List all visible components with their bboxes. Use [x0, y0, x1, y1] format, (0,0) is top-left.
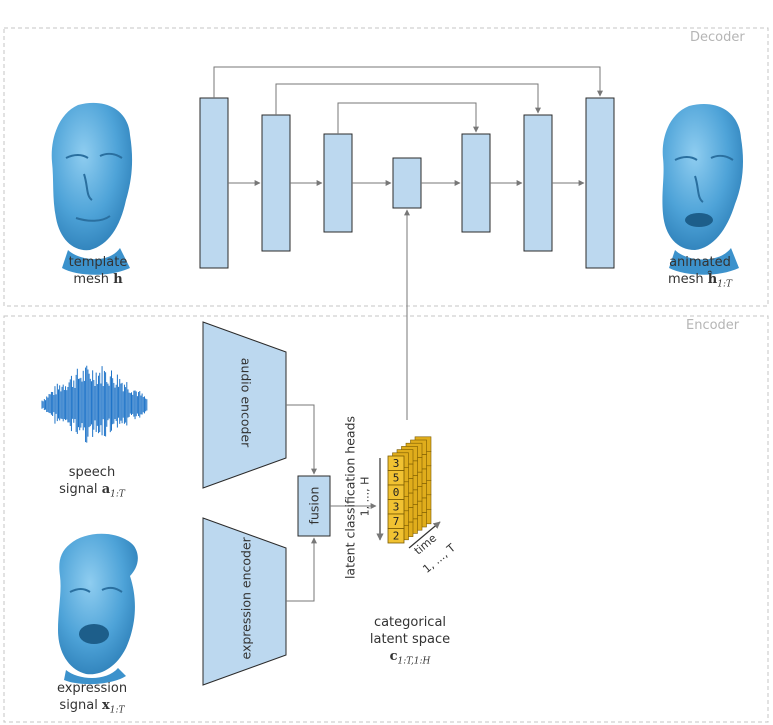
- latent-cell: [387, 528, 405, 544]
- head-mesh-icon: [58, 533, 138, 685]
- waveform-icon: [41, 365, 148, 443]
- latent-cell-digit: 2: [393, 530, 400, 543]
- decoder-frame: [3, 27, 769, 307]
- expression-encoder-block: [202, 517, 287, 686]
- decoder-block-3: [323, 133, 353, 233]
- encoder-section-label: Encoder: [686, 318, 740, 333]
- latent-cell-digit: 3: [393, 501, 400, 514]
- heads-label: latent classification heads: [342, 415, 358, 580]
- template-mesh-caption: template mesh h: [68, 255, 128, 287]
- animated-mesh-caption: animated mesh ĥ1:T: [667, 255, 733, 290]
- latent-space-caption: categorical latent space c1:T,1:H: [369, 615, 451, 667]
- decoder-bottleneck: [392, 157, 422, 209]
- expression-signal-caption: expression signal x1:T: [56, 681, 128, 716]
- latent-cell-digit: 7: [393, 515, 400, 528]
- latent-cell-digit: 0: [393, 486, 400, 499]
- fusion-label: fusion: [306, 486, 322, 525]
- decoder-block-6: [523, 114, 553, 252]
- skip-connections: [213, 66, 603, 134]
- fusion-block: [297, 475, 331, 537]
- audio-encoder-block: [202, 321, 287, 489]
- audio-encoder-label: audio encoder: [238, 357, 254, 448]
- decoder-section-label: Decoder: [690, 30, 745, 45]
- decoder-block-1: [199, 97, 229, 269]
- decoder-block-7: [585, 97, 615, 269]
- time-axis-arrow: [408, 521, 441, 549]
- decoder-block-2: [261, 114, 291, 252]
- encoder-arrows: [286, 404, 377, 602]
- head-mesh-icon: [51, 102, 133, 275]
- heads-range: 1, ..., H: [358, 476, 372, 517]
- head-mesh-icon: [662, 103, 743, 275]
- latent-cell-digit: 5: [393, 472, 400, 485]
- encoder-frame: [3, 315, 769, 723]
- speech-signal-caption: speech signal a1:T: [59, 465, 125, 500]
- expression-encoder-label: expression encoder: [238, 537, 254, 660]
- decoder-block-5: [461, 133, 491, 233]
- latent-cell-digit: 3: [393, 457, 400, 470]
